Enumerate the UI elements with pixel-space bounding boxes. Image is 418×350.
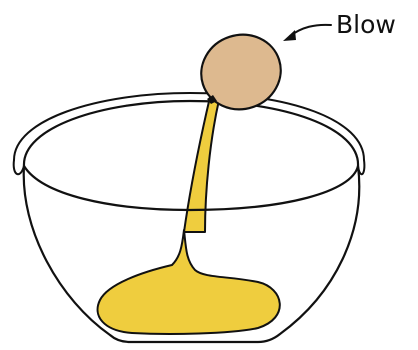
yolk-stream-icon	[184, 97, 219, 232]
blow-label: Blow	[336, 10, 396, 39]
yolk-pool	[98, 230, 280, 334]
arrow-head	[283, 30, 296, 41]
egg-icon	[192, 24, 291, 119]
bowl-rim-edge-left	[14, 160, 24, 174]
bowl-back-rim	[24, 101, 358, 166]
curved-arrow-icon	[290, 25, 331, 36]
bowl-rim-outer	[14, 93, 364, 160]
